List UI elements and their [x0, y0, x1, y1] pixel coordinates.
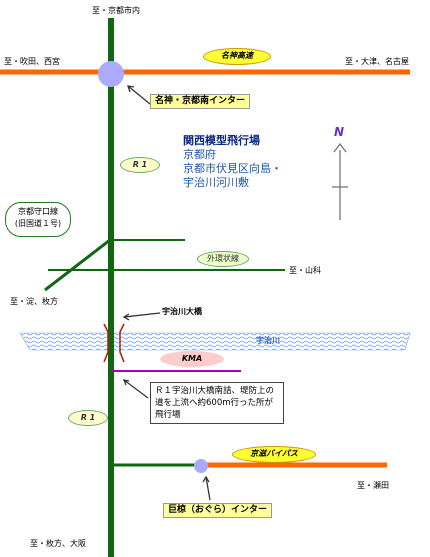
meishin-expressway-label: 名神高速 [203, 48, 271, 65]
uji-river-label: 宇治川 [256, 336, 280, 345]
route-1-marker-lower: R 1 [68, 410, 108, 426]
kma-label: KMA [160, 351, 224, 367]
airfield-info: 関西模型飛行場 京都府 京都市伏見区向島・ 宇治川河川敷 [183, 134, 282, 190]
label-southeast-bottom: 至・瀬田 [357, 481, 389, 490]
airfield-title: 関西模型飛行場 [183, 134, 260, 147]
north-compass [332, 142, 348, 220]
label-north-top: 至・京都市内 [92, 6, 140, 15]
uji-bridge-label: 宇治川大橋 [162, 307, 202, 316]
label-south-bottom: 至・枚方、大阪 [30, 539, 86, 548]
outer-loop-label: 外環状線 [197, 251, 249, 267]
kyoto-minami-interchange [98, 61, 124, 87]
kyoto-moriguchi-road [44, 238, 111, 292]
label-southwest-mid: 至・淀、枚方 [10, 297, 58, 306]
ogura-interchange [194, 459, 208, 473]
kyoto-minami-interchange-label: 名神・京都南インター [150, 94, 251, 109]
uji-river [19, 332, 411, 351]
callout-arrows [122, 85, 211, 501]
ogura-interchange-label: 巨椋（おぐら）インター [163, 503, 273, 518]
uji-bridge-marks [103, 323, 125, 363]
directions-note: Ｒ１宇治川大橋南詰、堤防上の道を上流へ約600m行った所が飛行場 [150, 382, 284, 424]
label-east-top: 至・大津、名古屋 [345, 57, 409, 66]
route-1-marker-upper: R 1 [120, 157, 160, 173]
label-east-mid: 至・山科 [289, 266, 321, 275]
airfield-address-line-1: 京都府 [183, 148, 216, 161]
kyoto-moriguchi-label: 京都守口線 (旧国道１号) [5, 202, 71, 237]
label-west-top: 至・吹田、西宮 [4, 57, 60, 66]
airfield-address-line-3: 宇治川河川敷 [183, 176, 249, 189]
airfield-address-line-2: 京都市伏見区向島・ [183, 162, 282, 175]
north-marker: N [334, 125, 345, 139]
keiji-bypass-label: 京滋バイパス [232, 446, 316, 463]
